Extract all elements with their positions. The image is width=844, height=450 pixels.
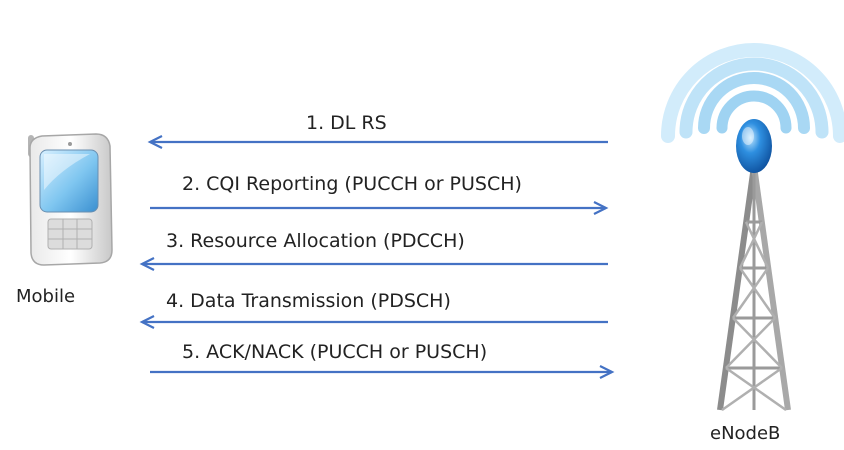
message-label-4: 4. Data Transmission (PDSCH) bbox=[166, 290, 451, 312]
arrow-3-resource-allocation bbox=[139, 257, 608, 271]
message-label-3: 3. Resource Allocation (PDCCH) bbox=[166, 230, 465, 252]
arrow-5-ack-nack bbox=[150, 365, 615, 379]
arrow-2-cqi-reporting bbox=[150, 201, 609, 215]
message-label-1: 1. DL RS bbox=[306, 112, 387, 134]
arrow-4-data-transmission bbox=[139, 315, 608, 329]
mobile-phone-icon bbox=[28, 133, 113, 266]
message-arrows bbox=[139, 135, 615, 379]
mobile-label: Mobile bbox=[16, 286, 76, 307]
message-label-2: 2. CQI Reporting (PUCCH or PUSCH) bbox=[182, 173, 522, 195]
message-label-5: 5. ACK/NACK (PUCCH or PUSCH) bbox=[182, 341, 488, 363]
enodeb-label: eNodeB bbox=[710, 423, 781, 444]
cell-tower-icon bbox=[717, 119, 791, 412]
signal-waves-icon bbox=[661, 43, 844, 143]
arrow-1-dl-rs bbox=[147, 135, 608, 149]
